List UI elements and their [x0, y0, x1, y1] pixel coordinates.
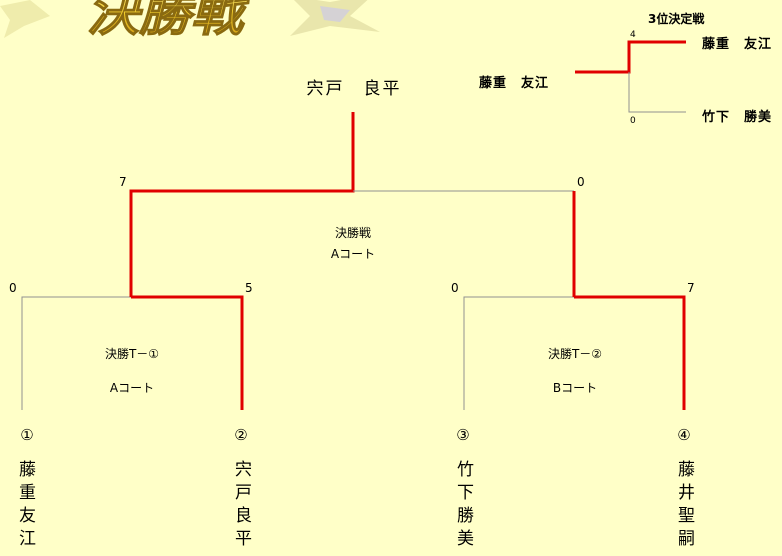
semi2-score-right: 7 — [687, 281, 695, 295]
semi1-court: Aコート — [109, 381, 155, 395]
third-win-line — [575, 40, 686, 74]
player-1-seed: ① — [20, 426, 34, 444]
third-place-title: 3位決定戦 — [648, 12, 705, 26]
final-left-win-line — [129, 112, 355, 297]
player-1-name: 藤重友江 — [15, 460, 35, 552]
third-place-winner: 藤重 友江 — [479, 76, 550, 91]
third-lose-line — [628, 72, 686, 113]
player-4-name: 藤井聖嗣 — [674, 460, 694, 552]
third-place-score-top: 4 — [630, 30, 636, 40]
third-place-player-top: 藤重 友江 — [702, 37, 773, 52]
banner-title: 決勝戦 — [87, 0, 250, 42]
semi1-left-line — [21, 296, 131, 410]
champion-name: 宍戸 良平 — [306, 79, 402, 99]
semi1-score-left: 0 — [9, 281, 17, 295]
semi1-win-line — [131, 295, 244, 410]
player-2-name: 宍戸良平 — [231, 460, 251, 552]
player-3-name: 竹下勝美 — [453, 460, 473, 552]
semi1-label: 決勝T－① — [104, 347, 160, 361]
semi2-label: 決勝T－② — [547, 347, 603, 361]
star-burst-left-icon — [0, 0, 50, 38]
semi1-score-right: 5 — [245, 281, 253, 295]
final-score-left: 7 — [119, 175, 127, 189]
final-court: Aコート — [330, 247, 376, 261]
star-burst-right-icon — [290, 0, 380, 36]
third-place-player-bottom: 竹下 勝美 — [702, 110, 773, 125]
player-4-seed: ④ — [677, 426, 691, 444]
semi2-win-line — [574, 295, 686, 410]
player-2-seed: ② — [234, 426, 248, 444]
final-label: 決勝戦 — [334, 226, 372, 240]
player-3-seed: ③ — [456, 426, 470, 444]
third-place-score-bottom: 0 — [630, 116, 636, 126]
final-score-right: 0 — [577, 175, 585, 189]
semi2-court: Bコート — [552, 381, 598, 395]
semi2-score-left: 0 — [451, 281, 459, 295]
final-banner: 決勝戦 — [0, 0, 380, 42]
semi2-left-line — [463, 296, 574, 410]
